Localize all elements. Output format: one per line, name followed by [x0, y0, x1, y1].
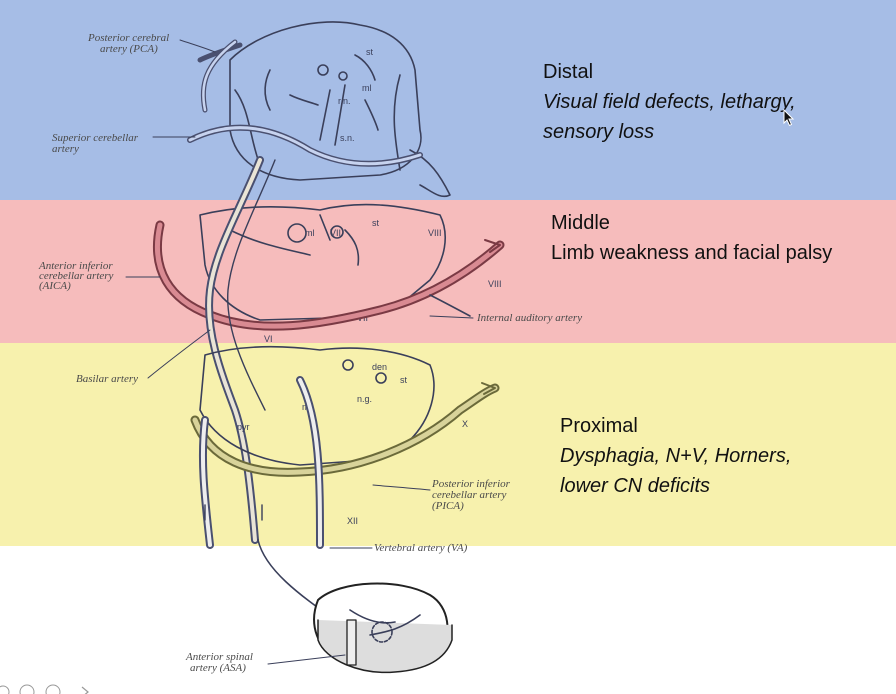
- svg-text:n.g.: n.g.: [357, 394, 372, 404]
- middle-zone-band: [0, 200, 896, 343]
- svg-text:st: st: [366, 47, 374, 57]
- internal-auditory-branch: [429, 294, 471, 317]
- middle-title: Middle: [551, 212, 610, 234]
- midbrain-tail: [409, 149, 451, 198]
- pca-label-line2: artery (PCA): [100, 43, 158, 55]
- distal-symptoms-line1: Visual field defects, lethargy,: [543, 91, 796, 113]
- mouse-pointer-icon: [783, 109, 795, 127]
- spinal-cord-section: [313, 582, 453, 674]
- asa-label-line2: artery (ASA): [190, 662, 246, 674]
- proximal-symptoms-line1: Dysphagia, N+V, Horners,: [560, 445, 792, 467]
- svg-text:ml: ml: [362, 83, 372, 93]
- svg-text:VIII: VIII: [428, 228, 442, 238]
- pica-label-line3: (PICA): [432, 500, 464, 512]
- next-slide-icon[interactable]: [81, 686, 89, 694]
- medulla-outline: [199, 345, 435, 466]
- svg-text:X: X: [462, 419, 468, 429]
- midbrain-outline: [229, 21, 422, 181]
- svg-text:VI: VI: [264, 334, 273, 344]
- pons-outline: [199, 203, 446, 321]
- pen-tool-icon[interactable]: [19, 684, 35, 694]
- midbrain-peduncle-right: [393, 74, 401, 171]
- proximal-title: Proximal: [560, 415, 638, 437]
- previous-slide-icon[interactable]: [0, 685, 10, 694]
- aica-label-line1: Anterior inferior: [39, 260, 113, 272]
- svg-text:r.n.: r.n.: [338, 96, 351, 106]
- svg-text:pyr: pyr: [237, 422, 250, 432]
- svg-text:st: st: [400, 375, 408, 385]
- sca-label-line2: artery: [52, 143, 79, 155]
- asa-label-line1: Anterior spinal: [186, 651, 253, 663]
- aica-label-line3: (AICA): [39, 280, 71, 292]
- svg-text:den: den: [372, 362, 387, 372]
- svg-text:ml: ml: [305, 228, 315, 238]
- aica-label-line2: cerebellar artery: [39, 270, 114, 282]
- slide-controls[interactable]: [0, 684, 100, 694]
- internal-auditory-label: Internal auditory artery: [477, 312, 583, 324]
- zoom-icon[interactable]: [45, 684, 61, 694]
- middle-symptoms-line1: Limb weakness and facial palsy: [551, 242, 833, 264]
- svg-text:XII: XII: [347, 516, 358, 526]
- pca-label-line1: Posterior cerebral: [88, 32, 170, 44]
- svg-text:s.n.: s.n.: [340, 133, 355, 143]
- sca-label-line1: Superior cerebellar: [52, 132, 139, 144]
- svg-text:st: st: [372, 218, 380, 228]
- pica-label-line1: Posterior inferior: [432, 478, 510, 490]
- proximal-symptoms-line2: lower CN deficits: [560, 475, 711, 497]
- pica-label-line2: cerebellar artery: [432, 489, 507, 501]
- distal-zone-band: [0, 0, 896, 200]
- vertebral-label: Vertebral artery (VA): [374, 542, 468, 554]
- distal-symptoms-line2: sensory loss: [543, 121, 655, 143]
- svg-text:VIII: VIII: [488, 279, 502, 289]
- distal-title: Distal: [543, 61, 594, 83]
- basilar-label: Basilar artery: [76, 373, 139, 385]
- svg-text:VII: VII: [330, 228, 341, 238]
